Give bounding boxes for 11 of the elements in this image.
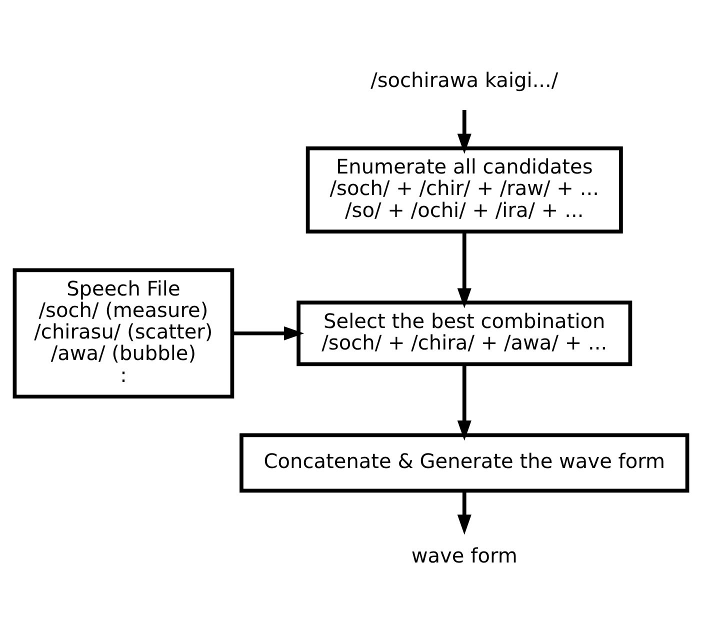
node-box: Concatenate & Generate the wave form	[240, 433, 690, 493]
arrow	[457, 364, 472, 441]
arrow	[457, 110, 472, 154]
node-text: wave form	[411, 543, 518, 568]
arrow	[457, 490, 472, 535]
node-box: Speech File /soch/ (measure) /chirasu/ (scatter) /awa/ (bubble) :	[12, 268, 234, 399]
node-text: /sochirawa kaigi.../	[370, 68, 558, 92]
arrow	[457, 232, 472, 308]
node-box: Select the best combination /soch/ + /chira/ + /awa/ + ...	[296, 300, 632, 366]
node-box: Enumerate all candidates /soch/ + /chir/ + /raw/ + ... /so/ + /ochi/ + /ira/ + ...	[306, 146, 623, 234]
arrow	[232, 326, 304, 340]
